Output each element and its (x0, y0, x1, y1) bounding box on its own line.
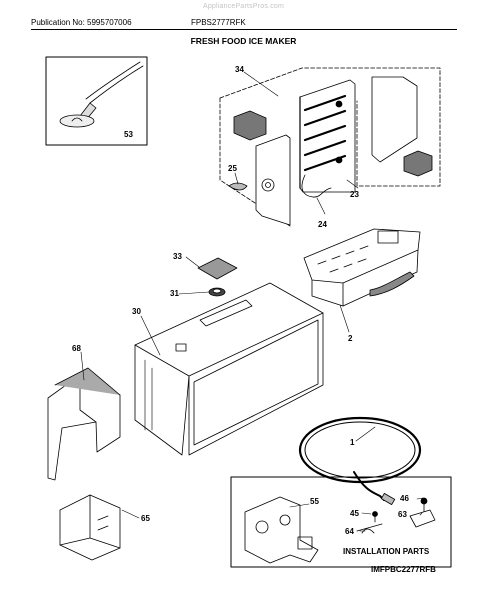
callout-numbers: 53 34 25 23 24 33 31 30 2 68 1 65 55 46 … (72, 65, 409, 536)
watermark-text: AppliancePartsPros.com (202, 3, 285, 10)
callout-31: 31 (170, 289, 179, 298)
callout-leader-lines (80, 71, 424, 532)
part-31-grommet (208, 287, 226, 297)
part-68-front-cover (47, 367, 121, 481)
part-34-cover-assembly (219, 67, 441, 227)
installation-parts-label: INSTALLATION PARTS (343, 547, 430, 556)
part-30-housing (134, 282, 324, 456)
part-65-bracket (59, 494, 121, 561)
callout-64: 64 (345, 527, 354, 536)
callout-63: 63 (398, 510, 407, 519)
callout-45: 45 (350, 509, 359, 518)
publication-number: Publication No: 5995707006 (31, 18, 132, 27)
callout-25: 25 (228, 164, 237, 173)
callout-46: 46 (400, 494, 409, 503)
header-divider (31, 29, 457, 30)
callout-55: 55 (310, 497, 319, 506)
part-33-pad (197, 257, 238, 280)
callout-24: 24 (318, 220, 327, 229)
callout-1: 1 (350, 438, 355, 447)
installation-parts-box (230, 476, 452, 568)
part-2-ice-maker-assembly (303, 228, 421, 307)
part-53-water-tube-inset (45, 56, 148, 146)
callout-33: 33 (173, 252, 182, 261)
callout-34: 34 (235, 65, 244, 74)
model-number: FPBS2777RFK (191, 18, 246, 27)
callout-23: 23 (350, 190, 359, 199)
diagram-code: IMFPBC2277RFB (371, 565, 436, 574)
callout-68: 68 (72, 344, 81, 353)
callout-53: 53 (124, 130, 133, 139)
diagram-title: FRESH FOOD ICE MAKER (190, 36, 297, 46)
callout-65: 65 (141, 514, 150, 523)
callout-30: 30 (132, 307, 141, 316)
part-1-water-tube-coil (298, 416, 422, 505)
callout-2: 2 (348, 334, 353, 343)
